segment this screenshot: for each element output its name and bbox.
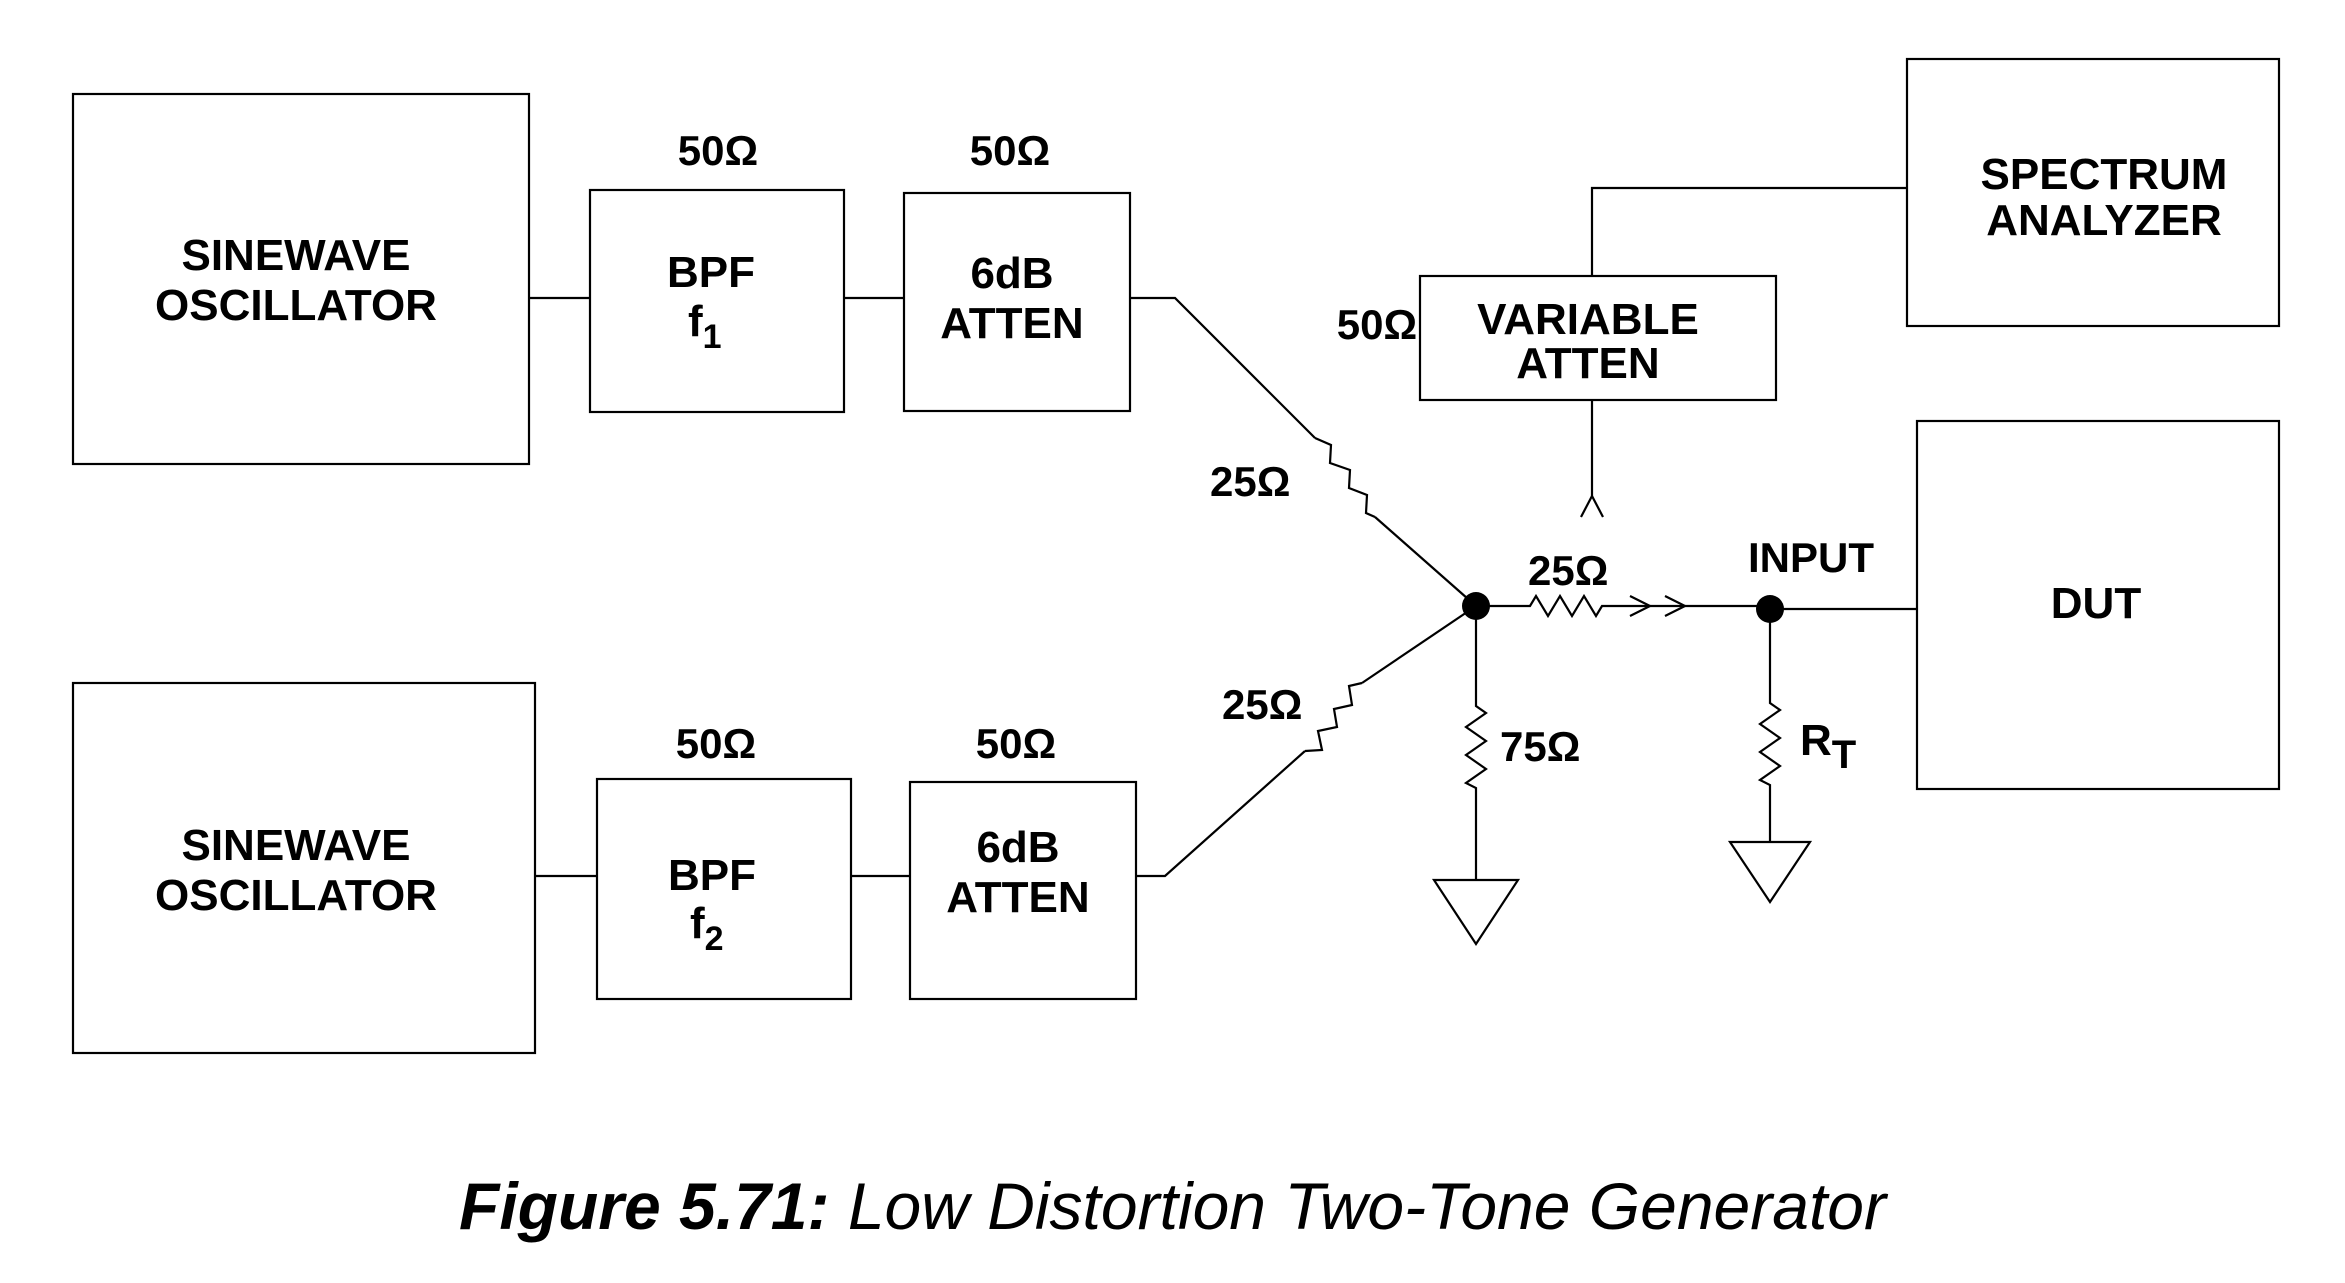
variable-attenuator-label-line1: VARIABLE [1477, 295, 1699, 344]
oscillator-1-block: SINEWAVE OSCILLATOR [71, 92, 531, 466]
bpf-2-block: 50Ω BPF f2 [595, 720, 853, 1001]
variable-attenuator-impedance-label: 50Ω [1337, 301, 1417, 348]
oscillator-2-label-line1: SINEWAVE [181, 821, 410, 870]
wire-upper-resistor-to-node [1374, 516, 1477, 607]
resistor-upper-label: 25Ω [1210, 458, 1290, 505]
wiring: 25Ω 25Ω 25Ω 75Ω INPUT RT [529, 186, 1917, 947]
resistor-shunt-75-ohm [1463, 606, 1488, 880]
bpf-2-frequency-label: f2 [690, 899, 724, 958]
probe-tip [1580, 493, 1604, 518]
resistor-series-label: 25Ω [1528, 547, 1608, 594]
bpf-1-impedance-label: 50Ω [678, 127, 758, 174]
oscillator-2-block: SINEWAVE OSCILLATOR [71, 681, 537, 1055]
spectrum-analyzer-label-line2: ANALYZER [1986, 196, 2222, 245]
wire-variable-atten-to-analyzer [1590, 186, 1907, 276]
variable-attenuator-label-line2: ATTEN [1516, 339, 1659, 388]
dut-label: DUT [2051, 579, 2142, 628]
attenuator-1-impedance-label: 50Ω [970, 127, 1050, 174]
attenuator-1-block: 50Ω 6dB ATTEN [902, 127, 1132, 413]
resistor-termination-label: RT [1800, 716, 1856, 777]
spectrum-analyzer-block: SPECTRUM ANALYZER [1905, 57, 2281, 328]
spectrum-analyzer-label-line1: SPECTRUM [1981, 150, 2228, 199]
bpf-2-impedance-label: 50Ω [676, 720, 756, 767]
oscillator-1-label-line2: OSCILLATOR [155, 281, 437, 330]
attenuator-1-label-line1: 6dB [970, 249, 1053, 298]
dut-block: DUT [1915, 419, 2281, 791]
probe-arrow-2 [1664, 595, 1688, 617]
attenuator-2-label-line1: 6dB [976, 823, 1059, 872]
variable-attenuator-block: 50Ω VARIABLE ATTEN [1337, 274, 1778, 402]
bpf-1-frequency-label: f1 [688, 297, 722, 356]
attenuator-2-label-line2: ATTEN [946, 873, 1089, 922]
attenuator-1-label-line2: ATTEN [940, 299, 1083, 348]
resistor-series-25-ohm [1476, 593, 1694, 619]
bpf-2-label: BPF [668, 851, 756, 900]
resistor-lower-25-ohm [1304, 681, 1363, 753]
bpf-1-block: 50Ω BPF f1 [588, 127, 846, 414]
ground-symbol-2 [1727, 840, 1813, 904]
attenuator-2-block: 50Ω 6dB ATTEN [908, 720, 1138, 1001]
probe-arrow-1 [1629, 595, 1653, 617]
ground-symbol-1 [1431, 878, 1521, 947]
oscillator-2-label-line2: OSCILLATOR [155, 871, 437, 920]
resistor-upper-25-ohm [1314, 436, 1376, 519]
figure-caption: Figure 5.71: Low Distortion Two-Tone Gen… [0, 1168, 2345, 1244]
figure-caption-number: Figure 5.71: [459, 1169, 830, 1243]
resistor-lower-label: 25Ω [1222, 681, 1302, 728]
attenuator-2-impedance-label: 50Ω [976, 720, 1056, 767]
wire-att2-to-resistor [1136, 750, 1306, 878]
bpf-1-label: BPF [667, 248, 755, 297]
resistor-shunt-label: 75Ω [1500, 723, 1580, 770]
input-node-label: INPUT [1748, 534, 1874, 581]
wire-att1-to-resistor [1130, 296, 1316, 439]
resistor-termination [1757, 609, 1782, 842]
wire-lower-resistor-to-node [1361, 605, 1477, 684]
oscillator-1-label-line1: SINEWAVE [181, 231, 410, 280]
figure-caption-title: Low Distortion Two-Tone Generator [847, 1169, 1886, 1243]
